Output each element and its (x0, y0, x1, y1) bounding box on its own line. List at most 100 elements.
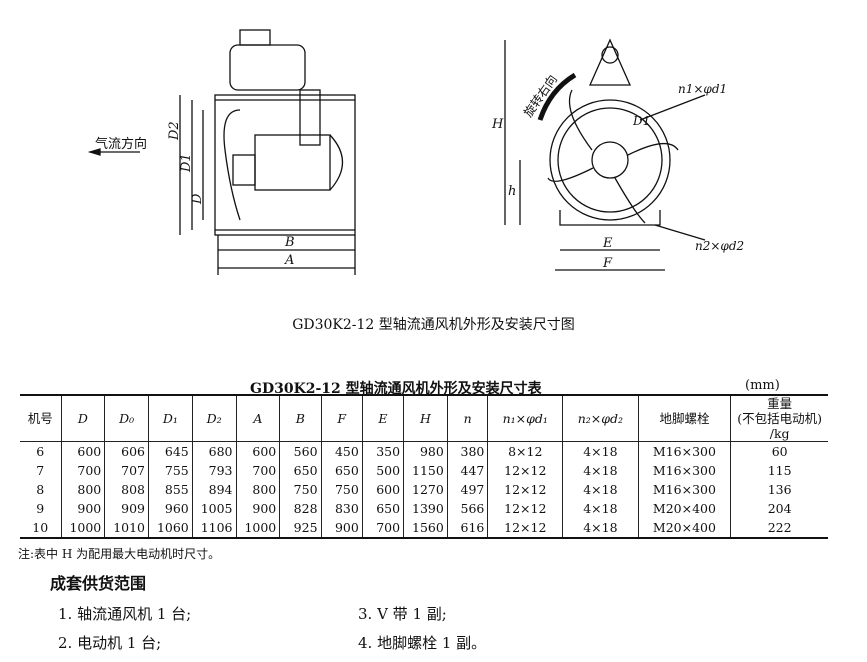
table-cell: 497 (446, 480, 488, 499)
table-cell: 500 (361, 461, 404, 480)
table-cell: 12×12 (487, 518, 563, 538)
table-cell: 707 (104, 461, 149, 480)
table-cell: 1000 (60, 518, 105, 538)
side-view (87, 29, 356, 275)
table-cell: 900 (60, 499, 105, 518)
table-cell: 600 (235, 441, 280, 461)
supply-item: 2. 电动机 1 台; (58, 634, 162, 652)
table-cell: 750 (279, 480, 322, 499)
table-cell: 1270 (403, 480, 448, 499)
table-cell: 750 (320, 480, 363, 499)
fan-drawing: 气流方向 D2 D1 D B A H h 旋转右向 D1 n1×φd1 E F … (87, 29, 744, 275)
table-cell: 650 (279, 461, 322, 480)
table-cell: 960 (148, 499, 193, 518)
dim-H: H (491, 117, 504, 132)
table-cell: M16×300 (637, 480, 731, 499)
table-cell: 600 (361, 480, 404, 499)
dim-F: F (602, 256, 613, 271)
dim-D2: D2 (167, 121, 182, 141)
table-cell: 680 (191, 441, 237, 461)
column-header: n (446, 395, 488, 442)
table-cell: 4×18 (562, 441, 639, 461)
table-cell: 700 (235, 461, 280, 480)
table-cell: 380 (446, 441, 488, 461)
table-cell: 700 (60, 461, 105, 480)
table-cell: 4×18 (562, 461, 639, 480)
figure-caption: GD30K2-12 型轴流通风机外形及安装尺寸图 (292, 317, 575, 333)
dim-B: B (284, 235, 295, 250)
airflow-label: 气流方向 (95, 136, 147, 152)
table-cell: 894 (191, 480, 237, 499)
dim-D: D (190, 193, 205, 205)
front-view (504, 38, 706, 271)
column-header: 机号 (20, 395, 62, 442)
table-cell: 606 (104, 441, 149, 461)
table-cell: M20×400 (637, 518, 731, 538)
table-cell: 700 (361, 518, 404, 538)
table-cell: 136 (730, 480, 828, 499)
table-cell: 12×12 (487, 461, 563, 480)
table-cell: 645 (148, 441, 193, 461)
column-header: n₁×φd₁ (487, 395, 563, 442)
dim-D1: D1 (179, 153, 194, 173)
table-cell: 616 (446, 518, 488, 538)
column-header: H (403, 395, 448, 442)
table-cell: 350 (361, 441, 404, 461)
supply-item: 1. 轴流通风机 1 台; (58, 605, 192, 623)
table-cell: M16×300 (637, 441, 731, 461)
table-cell: 1000 (235, 518, 280, 538)
table-cell: 4×18 (562, 518, 639, 538)
table-cell: 222 (730, 518, 828, 538)
column-header: 地脚螺栓 (637, 395, 731, 442)
table-cell: 115 (730, 461, 828, 480)
table-cell: 6 (36, 443, 45, 459)
dim-D1-front: D1 (632, 114, 650, 128)
column-header: D₀ (104, 395, 149, 442)
table-cell: 900 (320, 518, 363, 538)
column-header: 重量 (不包括电动机) /kg (730, 395, 828, 442)
column-header: F (320, 395, 363, 442)
table-cell: 900 (235, 499, 280, 518)
table-cell: 1560 (403, 518, 448, 538)
column-header: D₁ (148, 395, 193, 442)
table-cell: 204 (730, 499, 828, 518)
supply-item: 3. V 带 1 副; (358, 605, 447, 623)
table-unit: (mm) (745, 378, 780, 393)
column-header: D₂ (191, 395, 237, 442)
column-header: D (60, 395, 105, 442)
table-cell: 909 (104, 499, 149, 518)
table-cell: 8 (36, 481, 45, 497)
table-cell: 800 (235, 480, 280, 499)
table-cell: 855 (148, 480, 193, 499)
column-header: B (279, 395, 322, 442)
table-cell: 1010 (104, 518, 149, 538)
table-cell: 12×12 (487, 499, 563, 518)
table-note: 注:表中 H 为配用最大电动机时尺寸。 (18, 547, 221, 561)
column-header: A (235, 395, 280, 442)
supply-heading: 成套供货范围 (50, 574, 147, 593)
table-cell: 925 (279, 518, 322, 538)
table-cell: 1390 (403, 499, 448, 518)
table-cell: 560 (279, 441, 322, 461)
table-cell: 650 (320, 461, 363, 480)
table-cell: 450 (320, 441, 363, 461)
column-header: E (361, 395, 404, 442)
table-cell: 4×18 (562, 480, 639, 499)
dim-A: A (284, 253, 294, 268)
dim-n2: n2×φd2 (695, 239, 744, 253)
table-cell: 12×12 (487, 480, 563, 499)
table-cell: 808 (104, 480, 149, 499)
table-cell: 9 (36, 500, 45, 516)
table-cell: 447 (446, 461, 488, 480)
dim-E: E (602, 236, 613, 251)
dim-n1: n1×φd1 (678, 82, 727, 96)
table-cell: 830 (320, 499, 363, 518)
column-header: n₂×φd₂ (562, 395, 639, 442)
table-cell: 650 (361, 499, 404, 518)
table-cell: 566 (446, 499, 488, 518)
